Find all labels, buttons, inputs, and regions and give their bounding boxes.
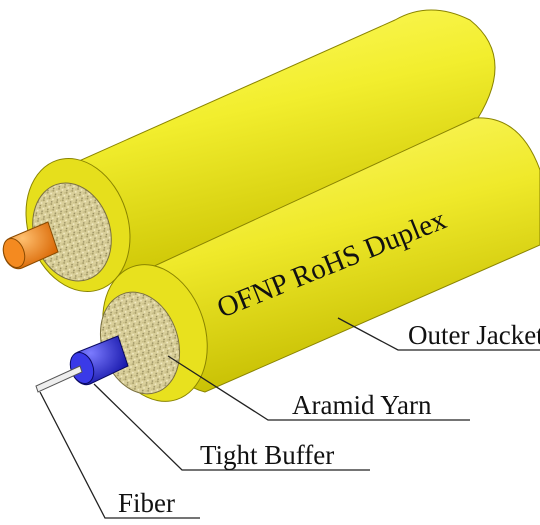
label-outer-jacket: Outer Jacket: [408, 320, 540, 350]
label-aramid-yarn: Aramid Yarn: [292, 390, 432, 420]
front-cable: [35, 117, 540, 402]
leader-outer-jacket: [337, 317, 540, 351]
label-fiber: Fiber: [118, 488, 175, 518]
leader-tight-buffer: [93, 383, 370, 471]
back-cable-buffer-end: [2, 237, 26, 269]
back-cable: [2, 9, 496, 292]
leader-aramid-yarn: [167, 355, 470, 421]
callout-leaders: [39, 317, 540, 519]
label-tight-buffer: Tight Buffer: [200, 440, 335, 470]
leader-fiber: [39, 391, 200, 519]
fiber-strand: [35, 365, 83, 393]
